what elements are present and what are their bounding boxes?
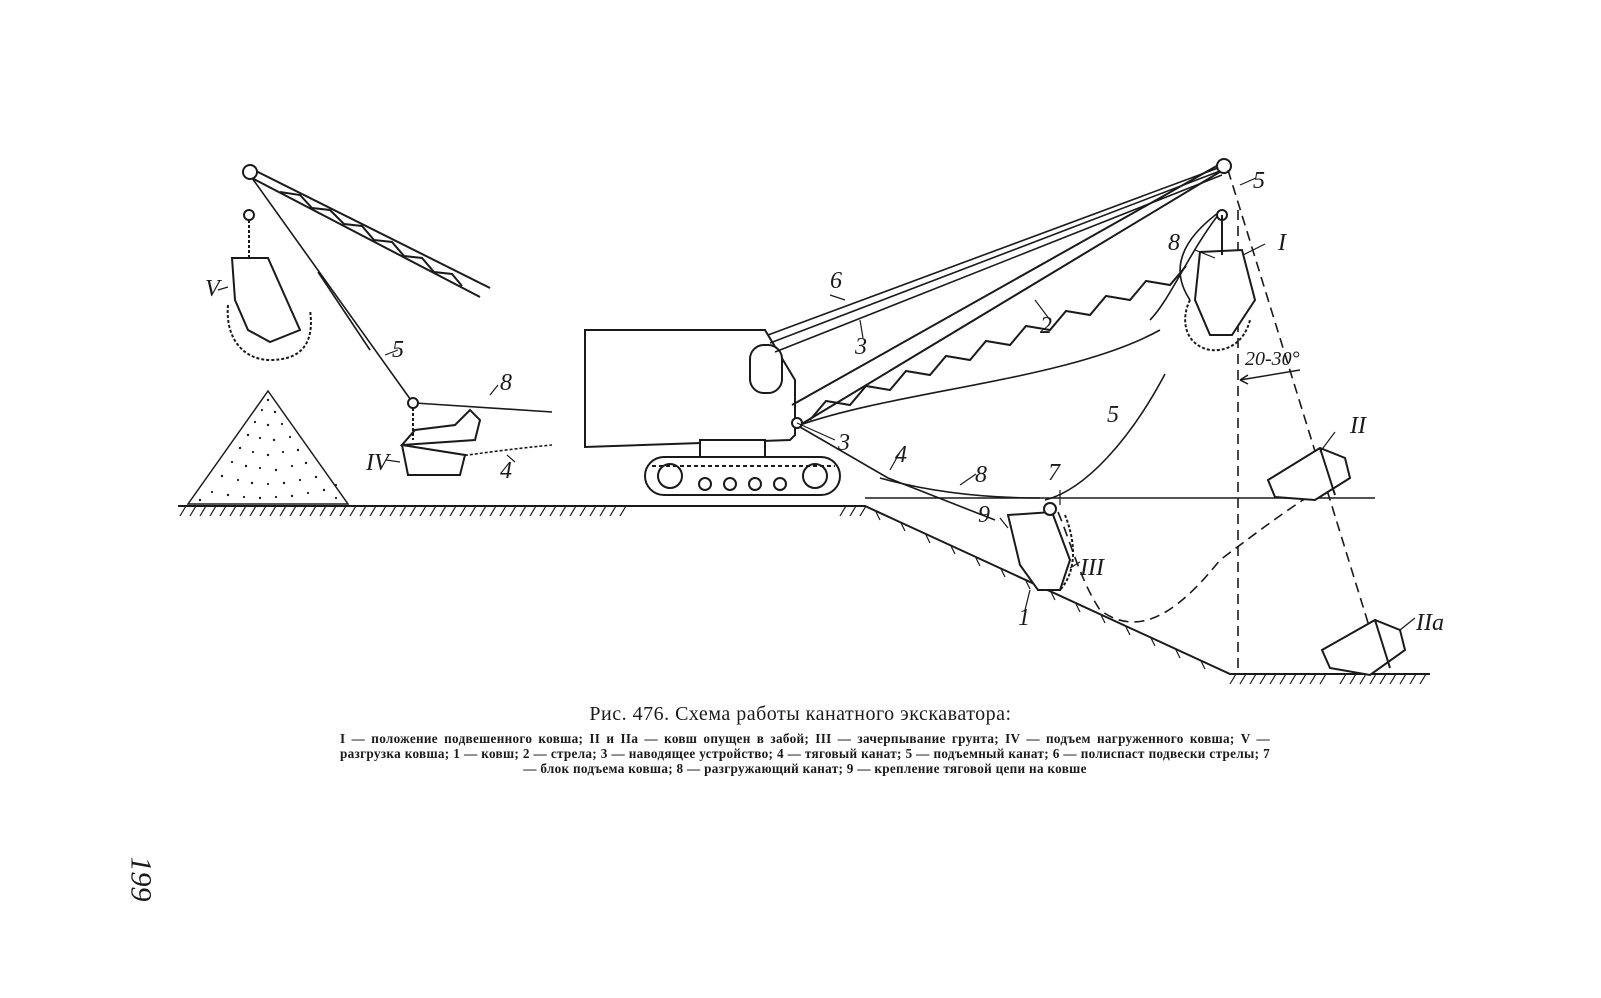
label-7: 7 (1048, 460, 1061, 486)
figure-caption-legend: I — положение подвешенного ковша; II и I… (340, 731, 1270, 776)
ground-hatching (179, 505, 1427, 685)
label-9: 9 (978, 502, 990, 528)
label-4-right: 4 (895, 442, 907, 468)
label-5-left: 5 (392, 337, 404, 363)
label-8-mid: 8 (975, 462, 987, 488)
label-3-upper: 3 (854, 334, 867, 360)
label-pos-II: II (1349, 413, 1367, 439)
bucket-IIa (1320, 618, 1407, 677)
main-boom (791, 158, 1232, 429)
label-4-left: 4 (500, 458, 512, 484)
page-number: 199 (124, 856, 158, 902)
angle-mark (1239, 369, 1301, 385)
label-3-lower: 3 (837, 430, 850, 456)
figure-caption-title: Рис. 476. Схема работы канатного экскава… (589, 703, 1012, 725)
bucket-I (1184, 209, 1257, 352)
excavator-body (584, 329, 841, 496)
label-pos-V: V (205, 276, 222, 302)
spoil-pile (186, 389, 350, 505)
label-pos-III: III (1079, 555, 1105, 581)
ropes (251, 177, 1223, 521)
label-pos-IIa: IIa (1415, 610, 1444, 636)
label-6: 6 (830, 268, 842, 294)
label-5-right: 5 (1107, 402, 1119, 428)
label-2: 2 (1040, 313, 1052, 339)
label-5-top: 5 (1253, 168, 1265, 194)
leader-lines (217, 177, 1416, 631)
label-pos-I: I (1277, 230, 1287, 256)
bucket-II (1266, 446, 1352, 502)
bucket-IV (399, 397, 482, 476)
boom-suspension-ropes (767, 167, 1223, 353)
bucket-trajectory (1057, 169, 1379, 674)
bucket-III (1006, 502, 1074, 591)
dump-boom (242, 164, 491, 298)
ground-profile (178, 497, 1430, 675)
label-pos-IV: IV (365, 450, 391, 476)
label-8-top: 8 (1168, 230, 1180, 256)
label-angle: 20-30° (1245, 348, 1300, 370)
bucket-V (226, 209, 312, 362)
label-8-left: 8 (500, 370, 512, 396)
label-1: 1 (1018, 605, 1030, 631)
